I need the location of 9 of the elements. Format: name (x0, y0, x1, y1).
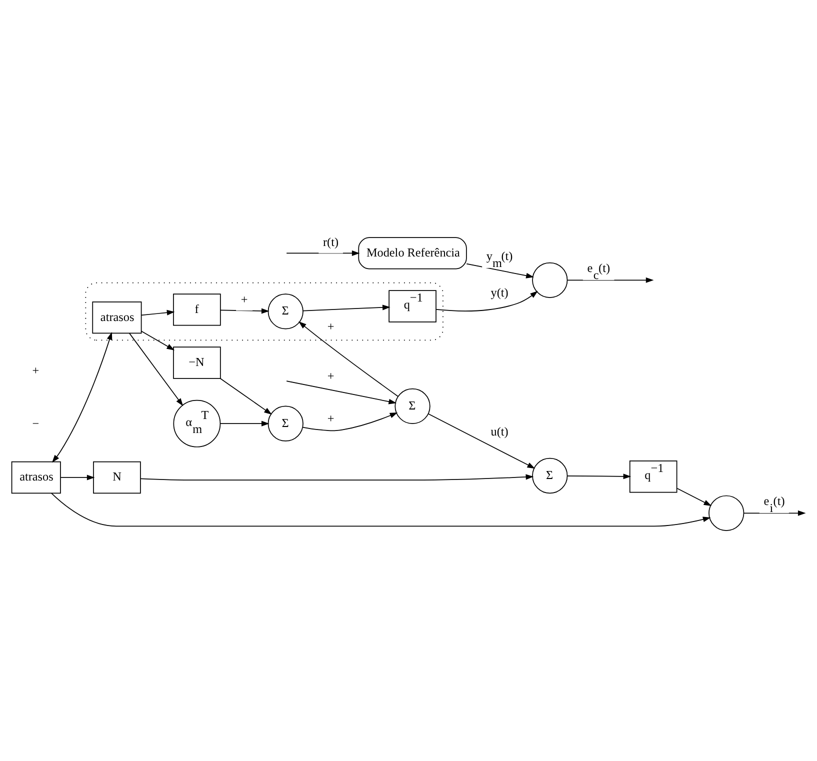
edge-label: + (327, 318, 334, 333)
edge-label: y(t) (490, 284, 508, 299)
edge-label: + (327, 410, 334, 425)
label: − (32, 416, 40, 430)
edge-label: + (240, 292, 248, 306)
label: + (32, 363, 40, 378)
edge-label: u(t) (490, 424, 508, 438)
edge-label: r(t) (322, 234, 339, 248)
edge-label: + (327, 368, 334, 382)
